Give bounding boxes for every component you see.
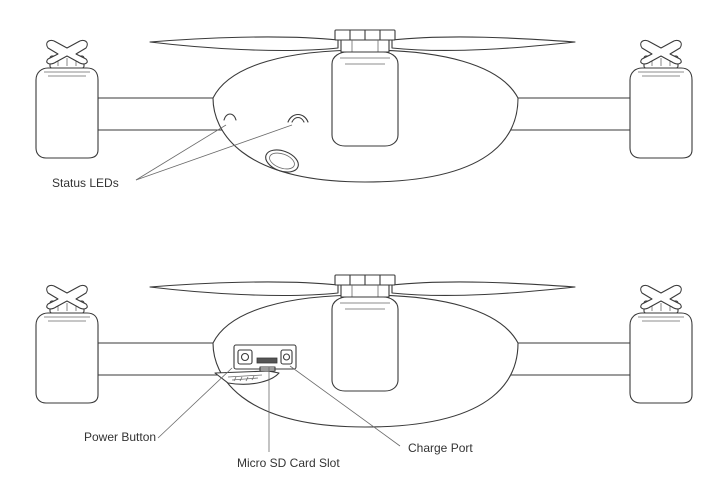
sensor-window (265, 149, 299, 173)
label-charge-port: Charge Port (408, 441, 473, 455)
status-led-left (223, 113, 237, 121)
micro-sd-slot (256, 357, 278, 364)
leader-lines (135, 124, 401, 452)
label-power-button: Power Button (84, 430, 156, 444)
power-button-flap (214, 370, 280, 385)
label-status-leds: Status LEDs (52, 176, 119, 190)
drone-top-view (35, 29, 693, 183)
label-micro-sd-card-slot: Micro SD Card Slot (237, 456, 340, 470)
status-led-right (287, 113, 309, 123)
drone-bottom-view (35, 274, 693, 428)
